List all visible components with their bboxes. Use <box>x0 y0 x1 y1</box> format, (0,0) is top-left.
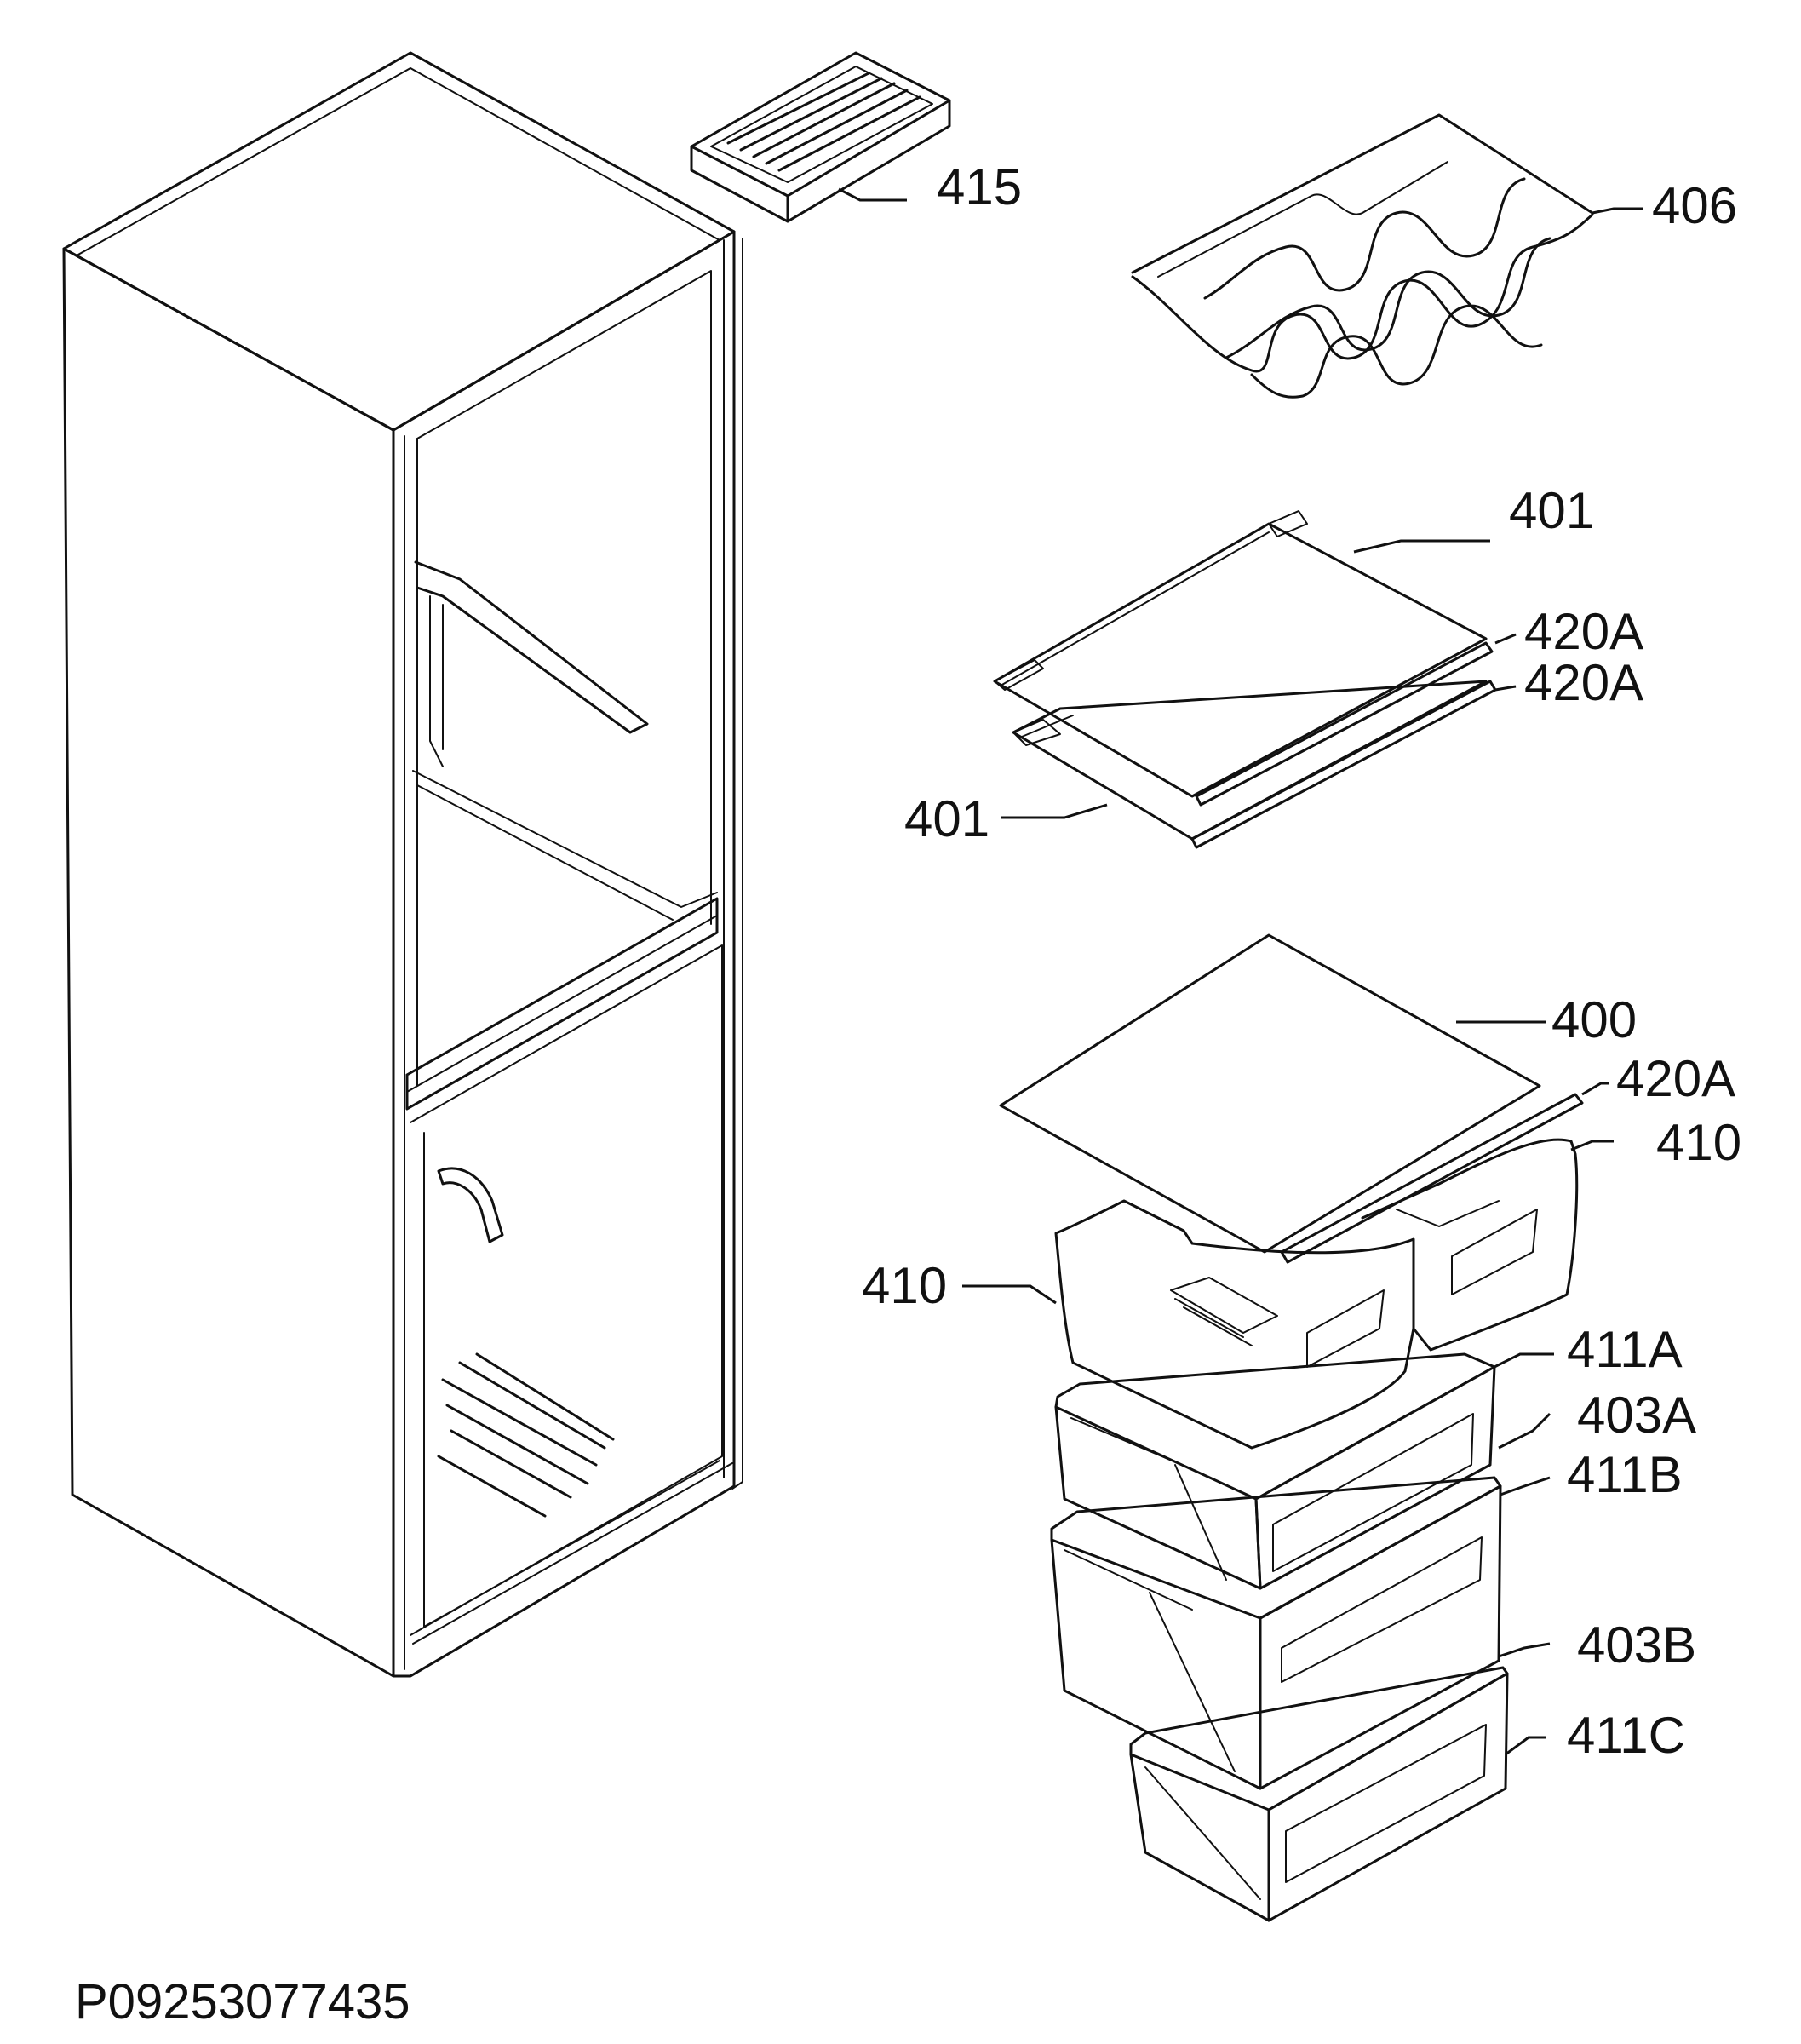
leader-403a <box>1498 1412 1551 1450</box>
freezer-drawer-3 <box>1129 1666 1509 1922</box>
drawer-front-2 <box>1259 1484 1502 1790</box>
cabinet-side <box>62 247 395 1678</box>
leader-420a-1 <box>1494 633 1517 645</box>
callout-420a-3: 420A <box>1616 1050 1735 1107</box>
freezer-drawer-1 <box>1054 1352 1496 1590</box>
crisper-left <box>1054 1199 1415 1450</box>
crisper-right <box>1361 1138 1579 1352</box>
leader-401-upper <box>1353 539 1490 554</box>
freezer-handle <box>437 1167 504 1243</box>
ice-tray <box>690 51 951 223</box>
callout-401-upper: 401 <box>1509 482 1594 539</box>
callout-415: 415 <box>937 158 1022 215</box>
crisper-cover-trim <box>1280 1093 1584 1264</box>
compartment-divider <box>405 897 719 1111</box>
callout-400: 400 <box>1551 991 1637 1048</box>
callout-410-right: 410 <box>1656 1114 1741 1171</box>
callout-406: 406 <box>1652 177 1737 234</box>
leader-406 <box>1592 207 1643 215</box>
leader-410-right <box>1570 1140 1614 1151</box>
callout-420a-1: 420A <box>1524 603 1643 660</box>
shelf-trim-upper <box>1195 641 1494 807</box>
cabinet-top <box>62 51 736 432</box>
leader-411c <box>1505 1736 1546 1756</box>
fridge-cabinet <box>62 51 743 1678</box>
callout-411a: 411A <box>1567 1321 1683 1378</box>
leader-420a-2 <box>1494 685 1517 692</box>
crisper-cover-glass <box>999 933 1541 1254</box>
leader-415 <box>838 187 907 202</box>
drawer-front-1 <box>1254 1365 1496 1590</box>
glass-shelf-upper <box>993 510 1488 798</box>
wine-rack <box>1131 113 1594 399</box>
callout-411b: 411B <box>1567 1446 1683 1503</box>
glass-shelf-lower <box>1012 680 1488 841</box>
leader-420a-3 <box>1581 1082 1609 1096</box>
callout-420a-2: 420A <box>1524 654 1643 711</box>
shelf-rail <box>414 560 649 734</box>
cabinet-front-frame <box>392 230 736 1678</box>
leader-410-left <box>962 1284 1057 1305</box>
freezer-floor-grooves <box>437 1352 615 1518</box>
leader-401-lower <box>1001 803 1108 819</box>
callout-411c: 411C <box>1567 1707 1685 1764</box>
drawing-code: P09253077435 <box>75 1974 410 2030</box>
leader-411b <box>1500 1476 1551 1496</box>
callout-401-lower: 401 <box>904 790 989 847</box>
shelf-trim-lower <box>1190 680 1497 849</box>
leader-411a <box>1494 1352 1554 1369</box>
leader-403b <box>1498 1642 1551 1658</box>
callout-403a: 403A <box>1577 1387 1696 1444</box>
callout-410-left: 410 <box>862 1257 947 1314</box>
callout-403b: 403B <box>1577 1616 1696 1674</box>
